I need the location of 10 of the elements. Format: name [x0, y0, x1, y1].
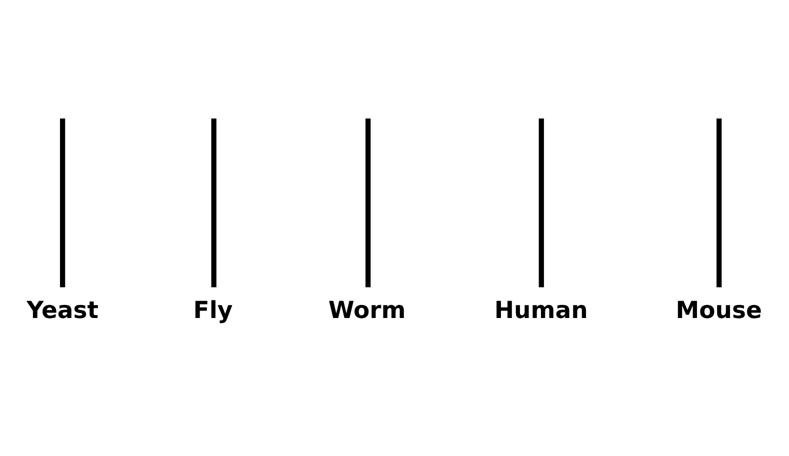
- connector: [716, 118, 722, 287]
- connector: [366, 118, 371, 287]
- node-text: Yeast: [26, 295, 98, 324]
- node-text: Fly: [193, 295, 233, 324]
- connector: [538, 118, 544, 287]
- connector: [211, 118, 216, 287]
- node-text: Human: [494, 295, 588, 324]
- node-text: Worm: [328, 295, 406, 324]
- node-text: Mouse: [676, 295, 762, 324]
- connector: [60, 118, 66, 287]
